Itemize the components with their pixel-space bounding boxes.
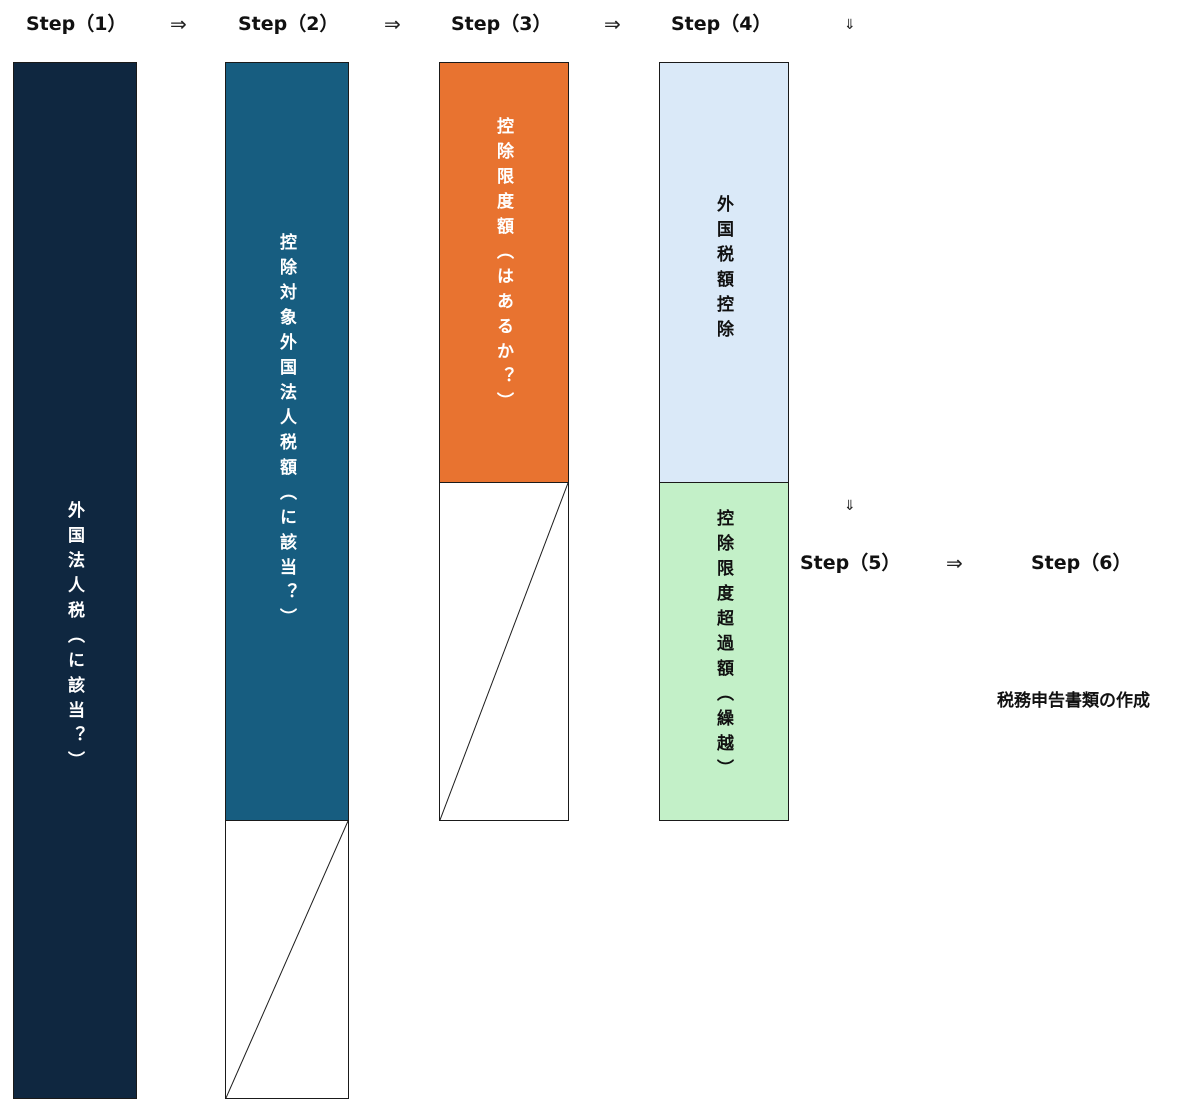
step-1-label: Step（1）	[26, 13, 127, 35]
right-arrow-1: ⇒	[170, 12, 187, 36]
step-5-label: Step（5）	[800, 552, 901, 574]
creditable-foreign-tax-box: 控除対象外国法人税額（に該当？）	[225, 62, 349, 821]
step-3-empty-box	[439, 482, 569, 821]
down-arrow-1: ⇓	[844, 17, 856, 33]
step-4-label: Step（4）	[671, 13, 772, 35]
right-arrow-2: ⇒	[384, 12, 401, 36]
step-3-diagonal-line	[440, 483, 568, 820]
right-arrow-4: ⇒	[946, 551, 963, 575]
excess-credit-limit-box: 控除限度超過額（繰越）	[659, 482, 789, 821]
foreign-corporate-tax-text: 外国法人税（に該当？）	[64, 501, 84, 776]
foreign-corporate-tax-box: 外国法人税（に該当？）	[13, 62, 137, 1099]
step-6-label: Step（6）	[1031, 552, 1132, 574]
foreign-tax-credit-box: 外国税額控除	[659, 62, 789, 483]
step-2-label: Step（2）	[238, 13, 339, 35]
credit-limit-text: 控除限度額（はあるか？）	[493, 117, 513, 417]
down-arrow-2: ⇓	[844, 498, 856, 514]
right-arrow-3: ⇒	[604, 12, 621, 36]
credit-limit-box: 控除限度額（はあるか？）	[439, 62, 569, 483]
foreign-tax-credit-text: 外国税額控除	[713, 195, 733, 345]
step-3-label: Step（3）	[451, 13, 552, 35]
excess-credit-limit-text: 控除限度超過額（繰越）	[713, 509, 733, 784]
tax-filing-note: 税務申告書類の作成	[997, 691, 1150, 711]
creditable-foreign-tax-text: 控除対象外国法人税額（に該当？）	[276, 233, 296, 633]
step-2-empty-box	[225, 820, 349, 1099]
step-2-diagonal-line	[226, 821, 348, 1098]
